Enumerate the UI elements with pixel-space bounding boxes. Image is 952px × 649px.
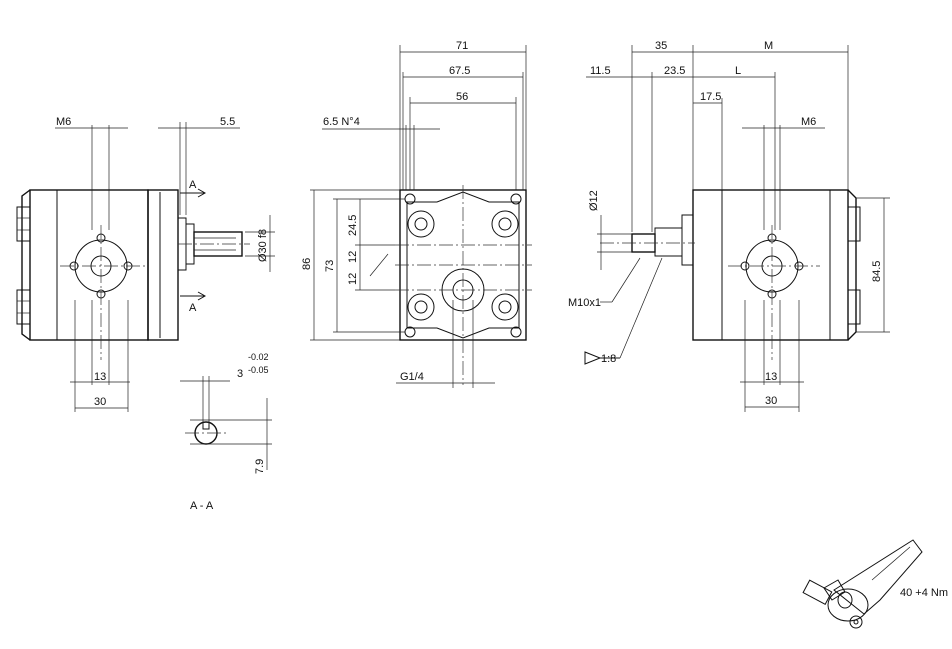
section-mark-bottom: A xyxy=(189,302,197,314)
dim-17-5: 17.5 xyxy=(700,91,721,103)
front-shaft-diameter: Ø30 f8 xyxy=(257,229,269,262)
dim-67-5: 67.5 xyxy=(449,65,470,77)
dim-12a: 12 xyxy=(347,251,359,263)
dim-23-5: 23.5 xyxy=(664,65,685,77)
front-pump-body xyxy=(29,189,149,341)
dim-11-5: 11.5 xyxy=(590,65,611,77)
shaft-thread-label: M10x1 xyxy=(568,297,601,309)
rear-shaft-diameter: Ø12 xyxy=(588,190,600,211)
dim-24-5: 24.5 xyxy=(347,215,359,236)
front-flange xyxy=(147,189,179,341)
dim-L: L xyxy=(735,65,741,77)
rear-bolt-head-top xyxy=(847,206,861,242)
front-view: A A M6 5.5 Ø30 f8 13 30 xyxy=(16,116,275,412)
dim-56: 56 xyxy=(456,91,468,103)
section-aa: 3 -0.02 -0.05 7.9 A - A xyxy=(180,352,272,512)
rear-pump-body xyxy=(692,189,849,341)
key-depth: 7.9 xyxy=(254,459,266,474)
dim-M: M xyxy=(764,40,773,52)
rear-dim-13: 13 xyxy=(765,371,777,383)
dim-73: 73 xyxy=(324,260,336,272)
dim-5-5: 5.5 xyxy=(220,116,235,128)
section-mark-top: A xyxy=(189,179,197,191)
torque-label: 40 +4 Nm xyxy=(900,587,948,599)
dim-86: 86 xyxy=(301,258,313,270)
rear-view: 35 M 11.5 23.5 L 17.5 M6 Ø12 M10x1 1:8 8 xyxy=(568,40,890,412)
side-bolt-bottom-right xyxy=(491,293,519,321)
dim-35: 35 xyxy=(655,40,667,52)
rear-bolt-head-bottom xyxy=(847,289,861,325)
side-view: 71 67.5 56 6.5 N°4 86 73 24.5 12 12 xyxy=(301,40,532,388)
front-thread-label: M6 xyxy=(56,116,71,128)
rear-thread-label: M6 xyxy=(801,116,816,128)
port-label: G1/4 xyxy=(400,371,424,383)
front-shaft xyxy=(193,231,243,257)
key-tol-lower: -0.05 xyxy=(248,365,269,375)
rear-dim-30: 30 xyxy=(765,395,777,407)
torque-wrench-icon: 40 +4 Nm xyxy=(802,539,948,629)
front-dim-13: 13 xyxy=(94,371,106,383)
key-tol-upper: -0.02 xyxy=(248,352,269,362)
front-bolt-head-top xyxy=(16,206,31,242)
key-width: 3 xyxy=(237,368,243,380)
taper-label: 1:8 xyxy=(601,353,616,365)
front-dim-30: 30 xyxy=(94,396,106,408)
side-bolt-top-right xyxy=(491,210,519,238)
dim-12b: 12 xyxy=(347,273,359,285)
section-label: A - A xyxy=(190,500,214,512)
front-bolt-head-bottom xyxy=(16,289,31,325)
holes-label: 6.5 N°4 xyxy=(323,116,360,128)
dim-84-5: 84.5 xyxy=(871,261,883,282)
side-bolt-top-left xyxy=(407,210,435,238)
side-bolt-bottom-left xyxy=(407,293,435,321)
dim-71: 71 xyxy=(456,40,468,52)
